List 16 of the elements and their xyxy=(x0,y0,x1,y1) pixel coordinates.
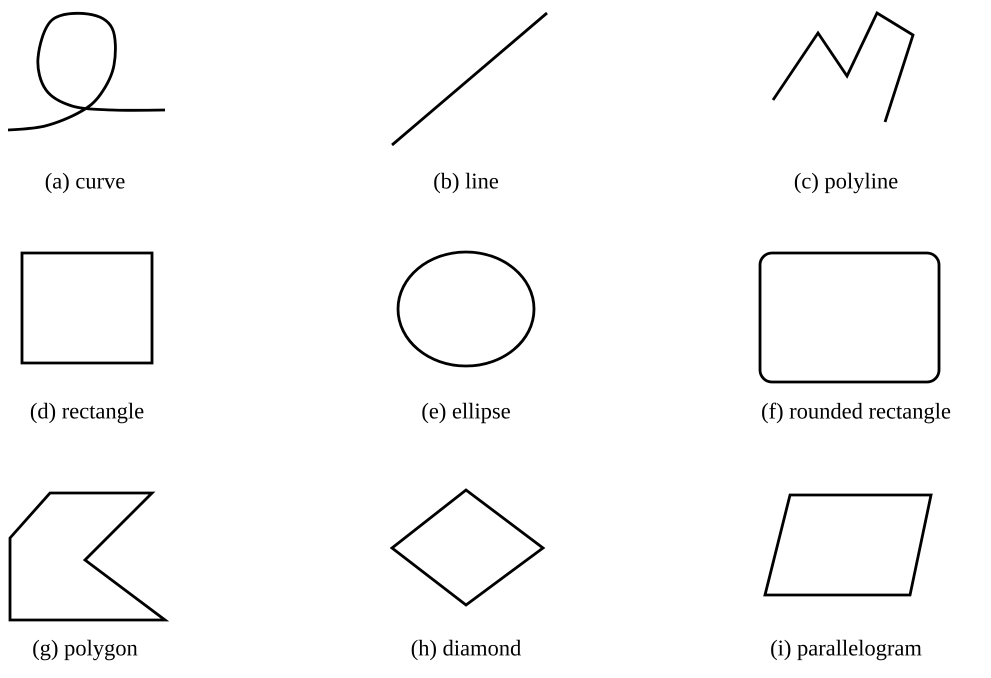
line-drawing xyxy=(391,12,548,146)
curve-drawing xyxy=(8,12,166,132)
shape-caption: (a) curve xyxy=(46,172,124,194)
rectangle-drawing xyxy=(20,252,154,364)
polyline-drawing xyxy=(772,10,915,122)
shape-caption: (e) ellipse xyxy=(422,402,510,424)
rounded-rectangle-drawing xyxy=(758,252,940,384)
shape-caption: (h) diamond xyxy=(412,640,522,660)
ellipse-drawing xyxy=(396,250,536,368)
shape-caption: (i) parallelogram xyxy=(771,640,922,660)
polygon-drawing xyxy=(8,492,170,622)
shape-caption: (b) line xyxy=(434,172,498,194)
shape-caption: (f) rounded rectangle xyxy=(762,402,950,424)
shape-caption: (g) polygon xyxy=(33,640,138,660)
shape-caption: (d) rectangle xyxy=(30,402,144,424)
shape-caption: (c) polyline xyxy=(794,172,898,194)
